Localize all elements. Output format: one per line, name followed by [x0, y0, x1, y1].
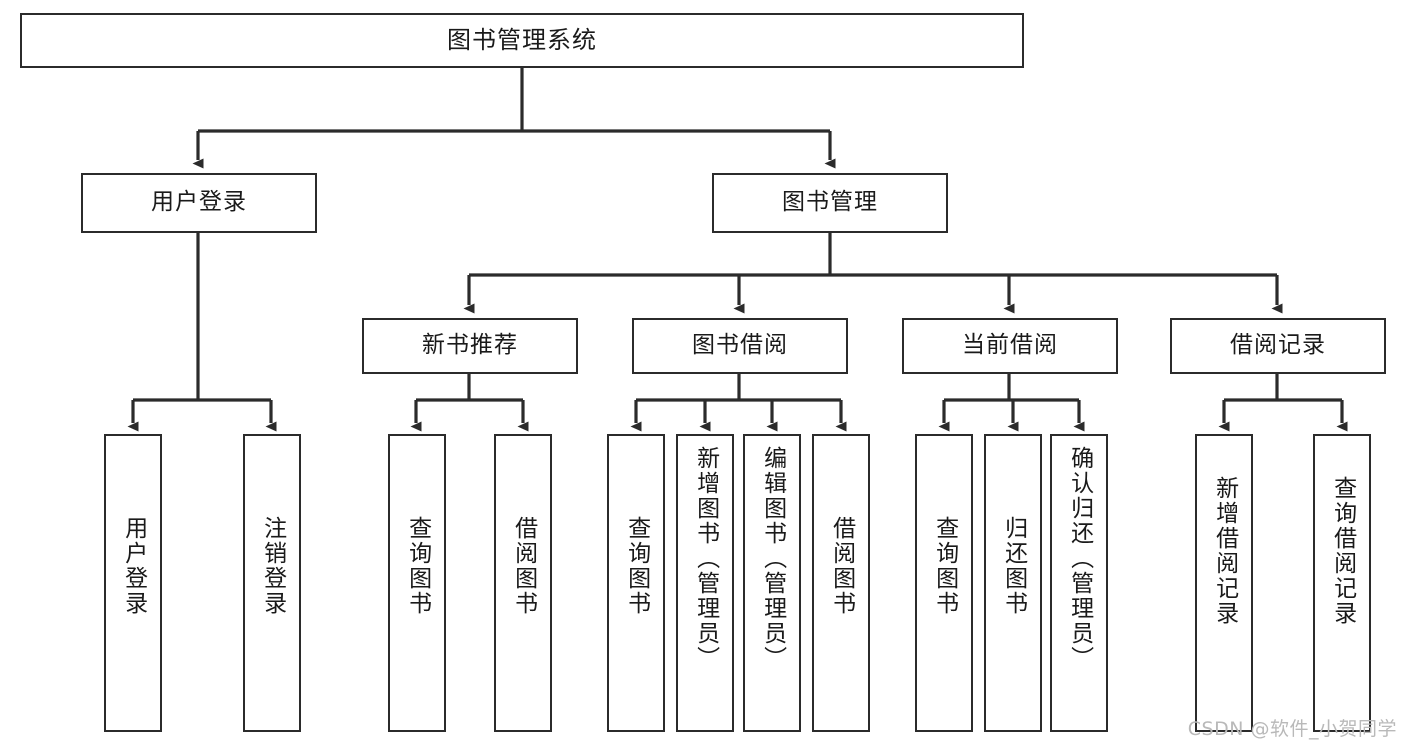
leaf-user-login-label: 用户登录: [120, 516, 147, 616]
leaf-add-borrow-record[interactable]: 新增借阅记录: [1195, 434, 1253, 732]
leaf-edit-book[interactable]: 编辑图书（管理员）: [743, 434, 801, 732]
node-book-manage-label: 图书管理: [782, 189, 878, 216]
leaf-return-book[interactable]: 归还图书: [984, 434, 1042, 732]
leaf-borrow-book-1[interactable]: 借阅图书: [494, 434, 552, 732]
leaf-user-login[interactable]: 用户登录: [104, 434, 162, 732]
leaf-query-book-1[interactable]: 查询图书: [388, 434, 446, 732]
leaf-logout-login-label: 注销登录: [259, 516, 286, 616]
leaf-query-book-3[interactable]: 查询图书: [915, 434, 973, 732]
leaf-query-book-2-label: 查询图书: [623, 516, 650, 616]
node-borrow-record-label: 借阅记录: [1230, 332, 1326, 359]
leaf-query-borrow-record[interactable]: 查询借阅记录: [1313, 434, 1371, 732]
leaf-confirm-return[interactable]: 确认归还（管理员）: [1050, 434, 1108, 732]
node-new-book-recommend[interactable]: 新书推荐: [362, 318, 578, 374]
leaf-borrow-book-1-label: 借阅图书: [510, 516, 537, 616]
leaf-query-book-2[interactable]: 查询图书: [607, 434, 665, 732]
leaf-borrow-book-2[interactable]: 借阅图书: [812, 434, 870, 732]
csdn-watermark: CSDN @软件_小贺同学: [1187, 718, 1397, 740]
node-new-book-recommend-label: 新书推荐: [422, 332, 518, 359]
leaf-logout-login[interactable]: 注销登录: [243, 434, 301, 732]
leaf-add-borrow-record-label: 新增借阅记录: [1211, 476, 1238, 626]
leaf-borrow-book-2-label: 借阅图书: [828, 516, 855, 616]
leaf-query-book-3-label: 查询图书: [931, 516, 958, 616]
leaf-add-book-label: 新增图书（管理员）: [692, 446, 719, 671]
node-borrow-record[interactable]: 借阅记录: [1170, 318, 1386, 374]
leaf-query-borrow-record-label: 查询借阅记录: [1329, 476, 1356, 626]
node-user-login-label: 用户登录: [151, 189, 247, 216]
node-current-borrow[interactable]: 当前借阅: [902, 318, 1118, 374]
node-book-borrow[interactable]: 图书借阅: [632, 318, 848, 374]
node-book-borrow-label: 图书借阅: [692, 332, 788, 359]
node-current-borrow-label: 当前借阅: [962, 332, 1058, 359]
node-book-manage[interactable]: 图书管理: [712, 173, 948, 233]
node-user-login[interactable]: 用户登录: [81, 173, 317, 233]
node-root-label: 图书管理系统: [447, 26, 597, 55]
leaf-edit-book-label: 编辑图书（管理员）: [759, 446, 786, 671]
leaf-confirm-return-label: 确认归还（管理员）: [1066, 446, 1093, 671]
node-root[interactable]: 图书管理系统: [20, 13, 1024, 68]
leaf-query-book-1-label: 查询图书: [404, 516, 431, 616]
leaf-return-book-label: 归还图书: [1000, 516, 1027, 616]
leaf-add-book[interactable]: 新增图书（管理员）: [676, 434, 734, 732]
